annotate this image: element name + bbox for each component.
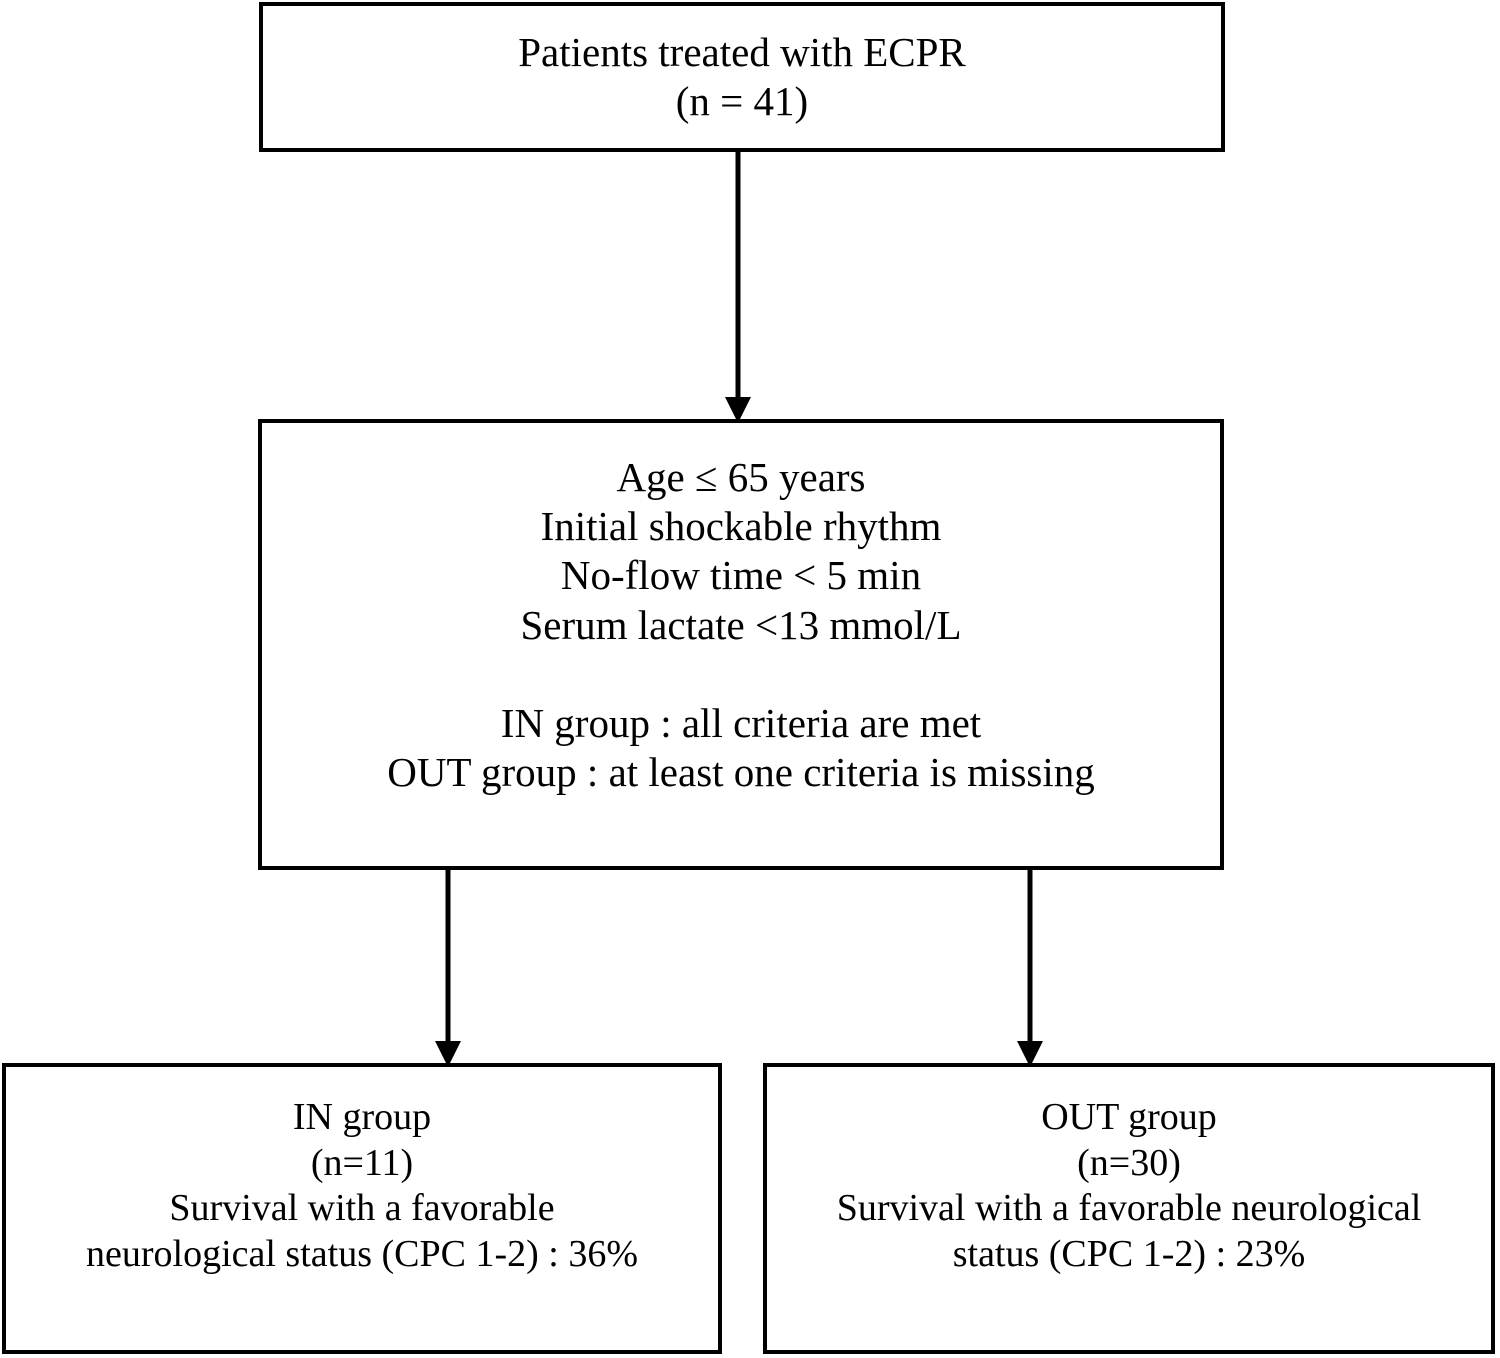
criteria-to-out-group-arrow (1006, 866, 1054, 1067)
criteria-line-age: Age ≤ 65 years (616, 454, 866, 500)
selection-criteria-box: Age ≤ 65 years Initial shockable rhythm … (258, 419, 1224, 870)
enrolled-patients-box: Patients treated with ECPR (n = 41) (259, 2, 1225, 152)
in-group-outcome-line-1: Survival with a favorable (169, 1187, 555, 1230)
in-group-outcome-box: IN group (n=11) Survival with a favorabl… (2, 1063, 722, 1354)
in-group-count: (n=11) (310, 1141, 414, 1184)
in-group-title: IN group (292, 1096, 432, 1138)
enrolled-to-criteria-arrow (714, 148, 762, 423)
out-group-title: OUT group (1041, 1096, 1217, 1138)
criteria-to-in-group-arrow (424, 866, 472, 1067)
criteria-in-group-definition: IN group : all criteria are met (500, 699, 982, 746)
criteria-out-group-definition: OUT group : at least one criteria is mis… (387, 749, 1095, 796)
enrolled-count-line: (n = 41) (675, 78, 809, 124)
out-group-outcome-line-1: Survival with a favorable neurological (836, 1187, 1422, 1230)
criteria-line-rhythm: Initial shockable rhythm (540, 503, 942, 550)
out-group-outcome-line-2: status (CPC 1-2) : 23% (952, 1232, 1306, 1275)
out-group-count: (n=30) (1077, 1141, 1181, 1184)
criteria-line-no-flow-time: No-flow time < 5 min (560, 552, 922, 599)
in-group-outcome-line-2: neurological status (CPC 1-2) : 36% (86, 1232, 638, 1275)
enrolled-title-line: Patients treated with ECPR (518, 28, 966, 75)
criteria-line-serum-lactate: Serum lactate <13 mmol/L (520, 601, 962, 648)
out-group-outcome-box: OUT group (n=30) Survival with a favorab… (763, 1063, 1495, 1354)
